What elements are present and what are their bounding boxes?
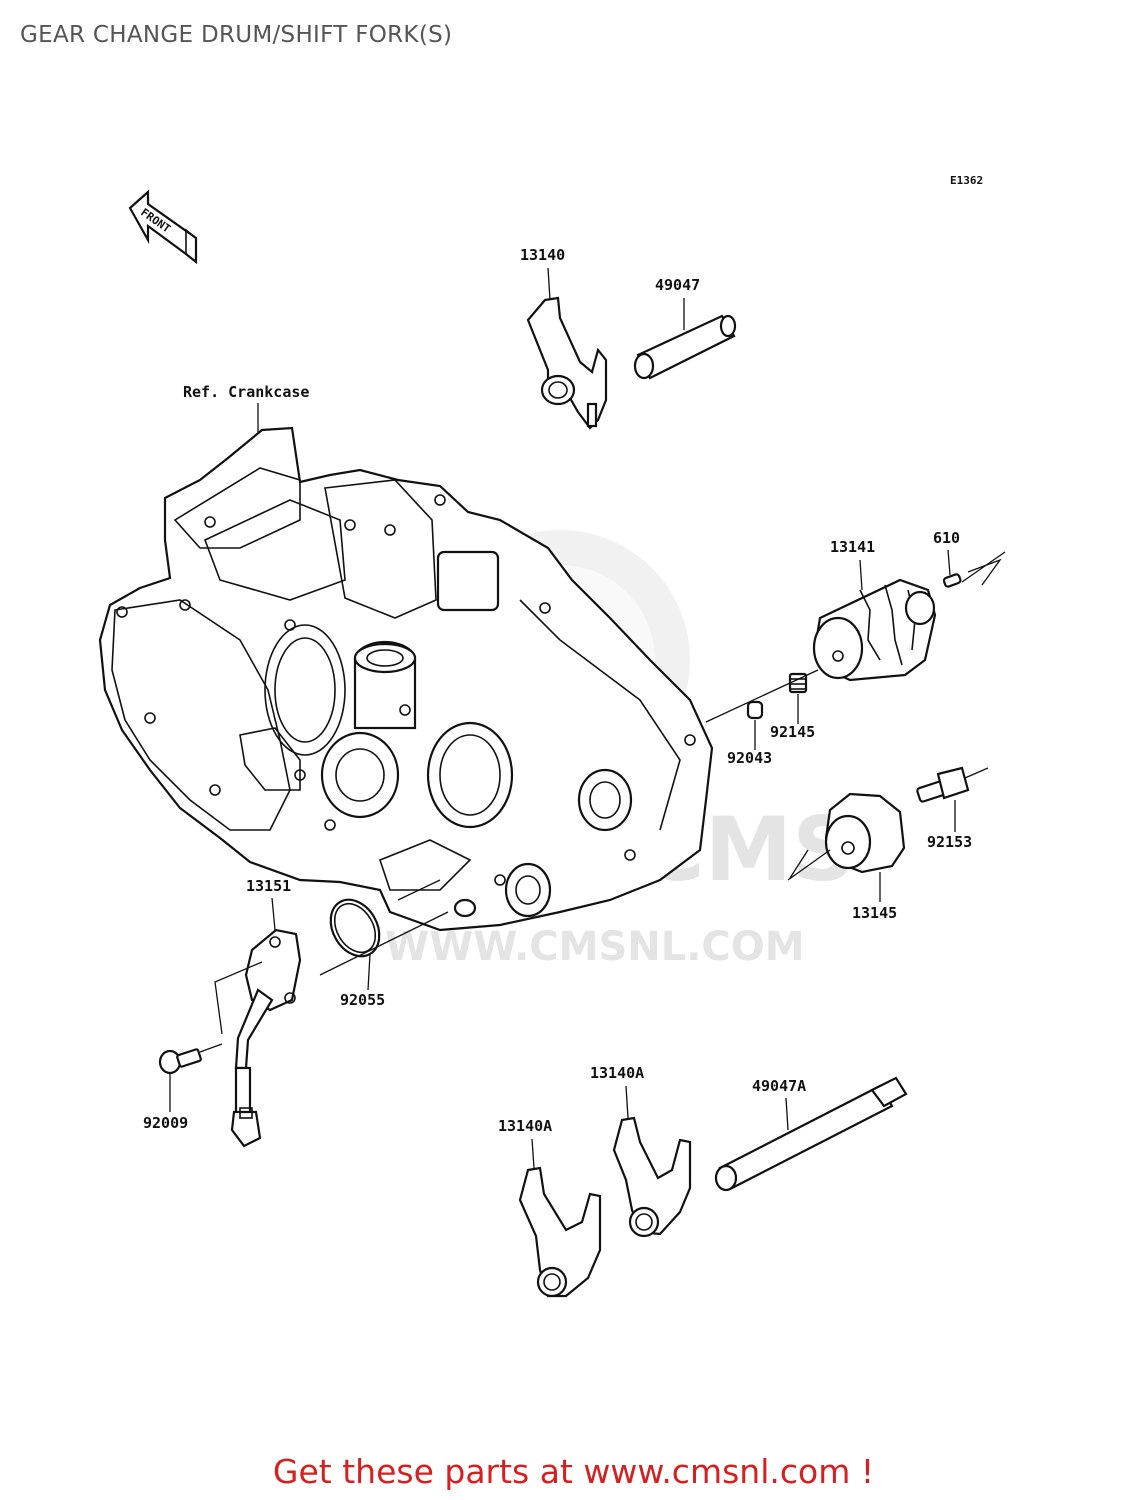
watermark-url: WWW.CMSNL.COM [385, 924, 805, 970]
callout-49047: 49047 [655, 276, 700, 294]
callout-92043: 92043 [727, 749, 772, 767]
drum-cam-13145 [824, 792, 906, 874]
pin-610 [942, 573, 962, 588]
o-ring-92055 [329, 898, 381, 958]
callout-13140: 13140 [520, 246, 565, 264]
crankcase [98, 426, 714, 932]
callout-13140A-lower: 13140A [498, 1117, 552, 1135]
shift-lever-13151 [230, 928, 302, 1148]
callout-13145: 13145 [852, 904, 897, 922]
callout-92145: 92145 [770, 723, 815, 741]
bolt-92153 [916, 766, 989, 803]
shift-fork-13140 [526, 296, 608, 430]
callout-13151: 13151 [246, 877, 291, 895]
ref-crankcase-label: Ref. Crankcase [183, 383, 309, 401]
shift-fork-13140A-lower [518, 1166, 602, 1298]
bolt-92009 [158, 1043, 223, 1075]
shift-fork-13140A-upper [612, 1116, 692, 1238]
shift-rod-49047A [714, 1076, 908, 1192]
callout-49047A: 49047A [752, 1077, 806, 1095]
diagram-code: E1362 [950, 174, 983, 187]
shift-rod-49047 [633, 314, 737, 380]
callout-13141: 13141 [830, 538, 875, 556]
callout-610: 610 [933, 529, 960, 547]
callout-13140A-upper: 13140A [590, 1064, 644, 1082]
callout-92153: 92153 [927, 833, 972, 851]
shift-drum-13141 [812, 578, 937, 682]
promo-link[interactable]: Get these parts at www.cmsnl.com ! [272, 1452, 875, 1491]
page-title: GEAR CHANGE DRUM/SHIFT FORK(S) [20, 22, 453, 48]
front-arrow-icon: FRONT [128, 189, 198, 265]
pin-92043 [746, 700, 764, 720]
callout-92009: 92009 [143, 1114, 188, 1132]
callout-92055: 92055 [340, 991, 385, 1009]
